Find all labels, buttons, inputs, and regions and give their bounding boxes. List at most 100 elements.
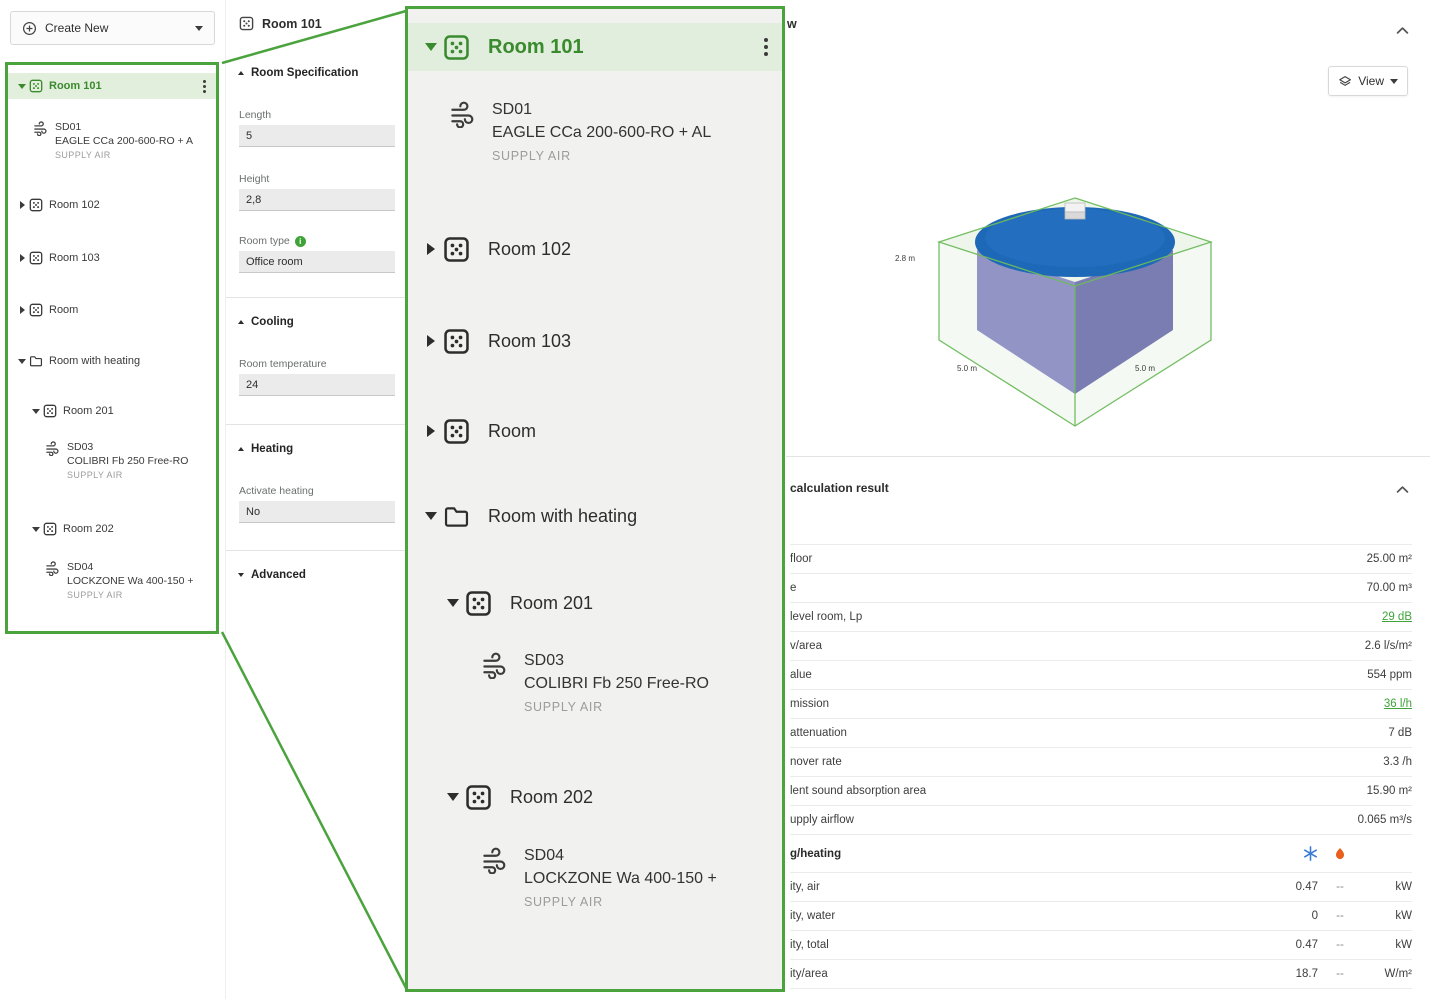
ceiling-diffuser [1064,202,1086,220]
room-icon [29,79,43,93]
folder-icon [29,354,43,368]
room-specification-panel: Room 101 Room Specification Length Heigh… [226,0,410,999]
result-value: 25.00 m² [1366,553,1412,565]
length-label: Length [239,109,272,121]
air-diffuser-icon [481,652,508,714]
collapse-preview-button[interactable] [1390,21,1414,39]
create-new-button[interactable]: Create New [10,11,215,45]
room-icon [29,251,43,265]
unit: kW [1395,910,1412,922]
result-value-link[interactable]: 29 dB [1381,611,1412,623]
tree-item-room-202[interactable]: Room 202 [8,516,216,542]
unit: kW [1395,881,1412,893]
result-value: 2.6 l/s/m² [1364,640,1412,652]
room-temperature-input[interactable] [239,374,395,396]
tree-item-sd01[interactable]: SD01 EAGLE CCa 200-600-RO + AL SUPPLY AI… [8,119,216,162]
room-icon [443,328,470,355]
expander-caret[interactable] [15,83,29,89]
view-dropdown-button[interactable]: View [1328,66,1408,96]
room-icon [43,404,57,418]
tree-item-room-101[interactable]: Room 101 [8,73,216,99]
air-diffuser-icon [45,561,60,600]
section-room-specification[interactable]: Room Specification [238,67,398,79]
flame-icon [1335,847,1345,859]
expander-caret[interactable] [15,306,29,314]
kebab-menu-button [761,35,771,59]
cooling-heating-header-row: g/heating [790,835,1412,873]
room-type-input[interactable] [239,251,395,273]
result-value-link[interactable]: 36 l/h [1383,698,1412,710]
tree-item-room-with-heating[interactable]: Room with heating [8,348,216,374]
zoom-tree-item-room-202: Room 202 [408,773,782,821]
dim-height-label: 2.8 m [895,254,915,263]
collapse-caret-icon [238,573,244,577]
info-icon[interactable]: i [294,235,306,247]
expander-caret [441,599,465,607]
unit: W/m² [1384,968,1412,980]
cooling-value: 18.7 [1295,968,1318,980]
activate-heating-label: Activate heating [239,485,314,497]
expander-caret [419,335,443,347]
divider [226,297,410,298]
activate-heating-input[interactable] [239,501,395,523]
tree-item-room-102[interactable]: Room 102 [8,192,216,218]
room-icon [29,303,43,317]
length-input[interactable] [239,125,395,147]
heating-value: -- [1336,939,1344,951]
project-tree-sidebar: Create New Room 101 SD01 EAGLE CCa 200-6… [0,0,226,999]
chevron-down-icon [1390,78,1398,84]
tree-item-room-201[interactable]: Room 201 [8,398,216,424]
section-cooling[interactable]: Cooling [238,316,398,328]
unit: kW [1395,939,1412,951]
room-tree: Room 101 SD01 EAGLE CCa 200-600-RO + AL … [5,62,219,634]
heating-value: -- [1336,968,1344,980]
tree-item-sd03[interactable]: SD03 COLIBRI Fb 250 Free-RO SUPPLY AIR [8,439,216,482]
dim-depth-label: 5.0 m [1135,364,1155,373]
section-heating[interactable]: Heating [238,443,398,455]
section-advanced[interactable]: Advanced [238,569,398,581]
expander-caret[interactable] [15,358,29,364]
kebab-menu-button[interactable] [200,77,209,96]
zoom-tree-item-sd04: SD04 LOCKZONE Wa 400-150 + SUPPLY AIR [408,847,782,909]
zoom-tree-item-sd01: SD01 EAGLE CCa 200-600-RO + AL SUPPLY AI… [408,101,782,163]
room-type-label: Room type i [239,235,396,247]
result-value: 70.00 m³ [1366,582,1412,594]
expander-caret [419,43,443,51]
expander-caret[interactable] [29,526,43,532]
zoom-tree-item-room-101: Room 101 [408,23,782,71]
air-diffuser-icon [45,441,60,480]
expander-caret[interactable] [15,201,29,209]
result-value: 15.90 m² [1366,785,1412,797]
tree-item-room-103[interactable]: Room 103 [8,245,216,271]
collapse-results-button[interactable] [1390,480,1414,498]
zoom-tree-item-room: Room [408,407,782,455]
room-3d-view[interactable]: 2.8 m 5.0 m 5.0 m [875,188,1275,448]
panel-title-fragment: w [787,17,797,31]
result-value: 554 ppm [1367,669,1412,681]
zoom-tree-item-room-102: Room 102 [408,225,782,273]
tree-item-sd04[interactable]: SD04 LOCKZONE Wa 400-150 + SUPPLY AIR [8,559,216,602]
spec-panel-title: Room 101 [239,16,398,31]
expander-caret[interactable] [29,408,43,414]
air-diffuser-icon [449,101,476,163]
room-icon [443,236,470,263]
expander-caret [419,512,443,520]
expander-caret [419,243,443,255]
zoom-tree-item-room-201: Room 201 [408,579,782,627]
room-icon [239,16,254,31]
collapse-caret-icon [238,71,244,75]
diffuser-throw-disc [975,207,1175,277]
room-temperature-label: Room temperature [239,358,327,370]
expander-caret[interactable] [15,254,29,262]
cooling-value: 0.47 [1295,881,1318,893]
height-input[interactable] [239,189,395,211]
tree-item-room[interactable]: Room [8,297,216,323]
